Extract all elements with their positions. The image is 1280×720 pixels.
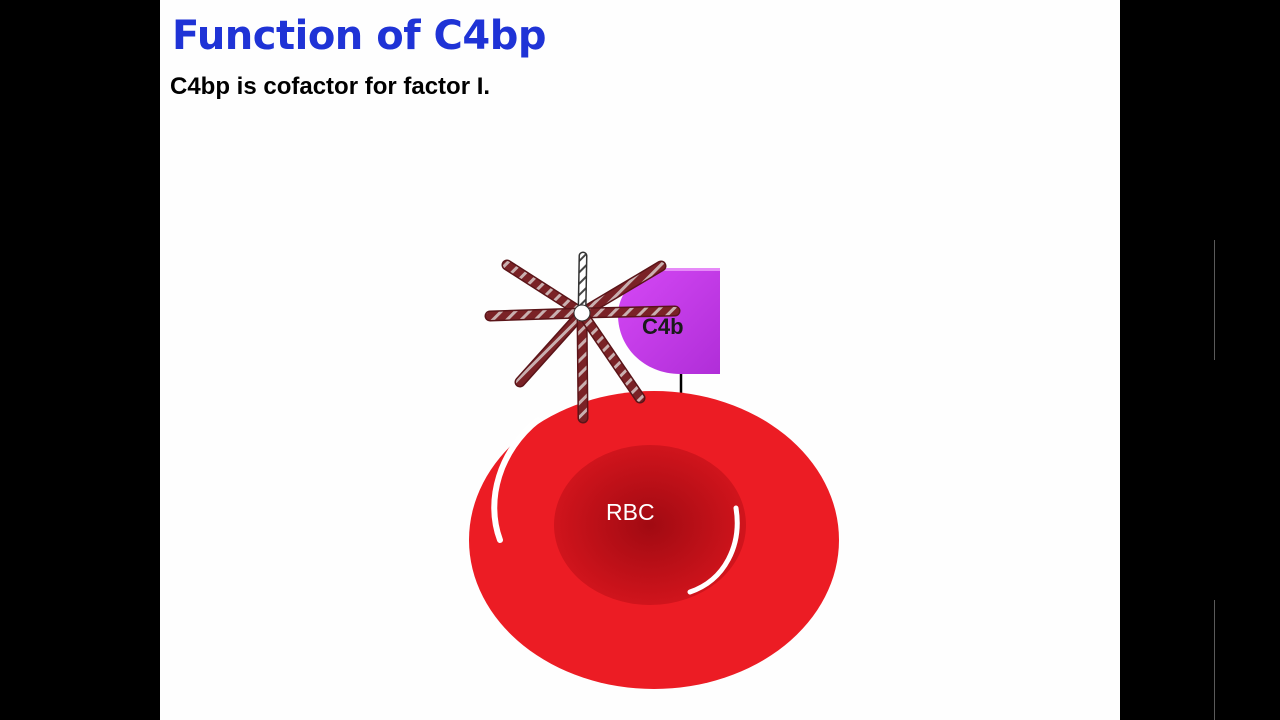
c4bp-beta-chain-fill bbox=[579, 253, 586, 316]
right-edge-line-top bbox=[1214, 240, 1215, 360]
c4bp-arm-right-fill bbox=[578, 307, 679, 317]
c4b-shape bbox=[618, 268, 720, 374]
rbc-label: RBC bbox=[606, 499, 655, 525]
c4b: C4b bbox=[618, 268, 720, 374]
slide-subtitle: C4bp is cofactor for factor I. bbox=[170, 73, 491, 100]
c4bp-diagram: RBC C4b bbox=[469, 251, 839, 689]
c4bp-arm-down-fill bbox=[578, 309, 587, 422]
slide: Function of C4bp C4bp is cofactor for fa… bbox=[160, 0, 1120, 720]
c4b-top-edge bbox=[656, 268, 720, 271]
right-edge-line-bottom bbox=[1214, 600, 1215, 720]
c4bp bbox=[484, 251, 681, 424]
c4bp-arm-lower-left-fill bbox=[516, 309, 586, 386]
c4bp-arm-lower-right-fill bbox=[578, 309, 644, 402]
c4bp-arm-upper-right-fill bbox=[578, 262, 665, 317]
c4bp-arm-upper-left-fill bbox=[503, 261, 586, 317]
c4b-label: C4b bbox=[642, 314, 684, 339]
rbc-center bbox=[554, 445, 746, 605]
slide-title: Function of C4bp bbox=[172, 13, 546, 59]
rbc-highlight-right bbox=[687, 505, 740, 595]
rbc: RBC bbox=[469, 391, 839, 689]
rbc-highlight-left bbox=[491, 417, 541, 543]
c4bp-core bbox=[573, 304, 591, 322]
c4bp-arm-left-fill bbox=[486, 309, 586, 320]
